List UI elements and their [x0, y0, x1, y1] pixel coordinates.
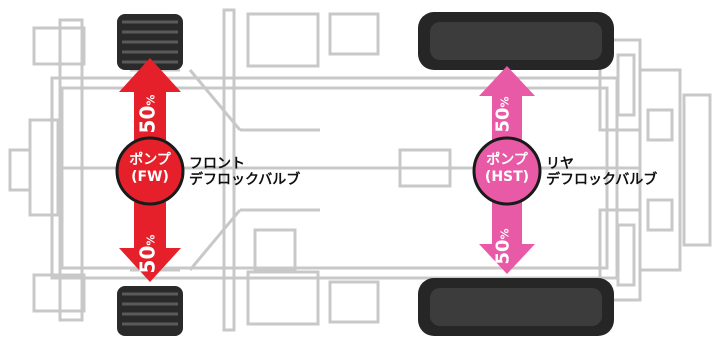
rear-pump-name: ポンプ — [486, 152, 528, 168]
front-valve-line1: フロント — [189, 156, 245, 172]
front-pump-label: ポンプ (FW) — [120, 152, 180, 186]
rear-upper-arrow — [479, 66, 535, 140]
rear-left-tire — [418, 12, 614, 70]
front-lower-percent: 50% — [135, 234, 160, 274]
rear-right-tire — [418, 278, 614, 336]
rear-pump-code: (HST) — [484, 168, 530, 185]
front-pump-circle — [115, 136, 185, 206]
rear-pump-circle — [472, 136, 542, 206]
front-valve-label: フロント デフロックバルブ — [189, 156, 300, 188]
rear-pump-label: ポンプ (HST) — [477, 152, 537, 186]
front-upper-percent: 50% — [135, 94, 160, 134]
front-pump-name: ポンプ — [129, 152, 171, 168]
front-valve-line2: デフロックバルブ — [189, 172, 301, 189]
rear-lower-arrow — [479, 202, 535, 274]
rear-valve-label: リヤ デフロックバルブ — [546, 156, 657, 188]
front-pump-code: (FW) — [131, 168, 169, 185]
rear-lower-percent: 50% — [492, 228, 514, 265]
rear-upper-percent: 50% — [492, 96, 514, 133]
rear-valve-line2: デフロックバルブ — [546, 172, 658, 189]
front-right-tire — [117, 286, 183, 336]
front-lower-arrow — [119, 202, 181, 282]
front-upper-arrow — [119, 58, 181, 140]
rear-valve-line1: リヤ — [546, 156, 574, 172]
